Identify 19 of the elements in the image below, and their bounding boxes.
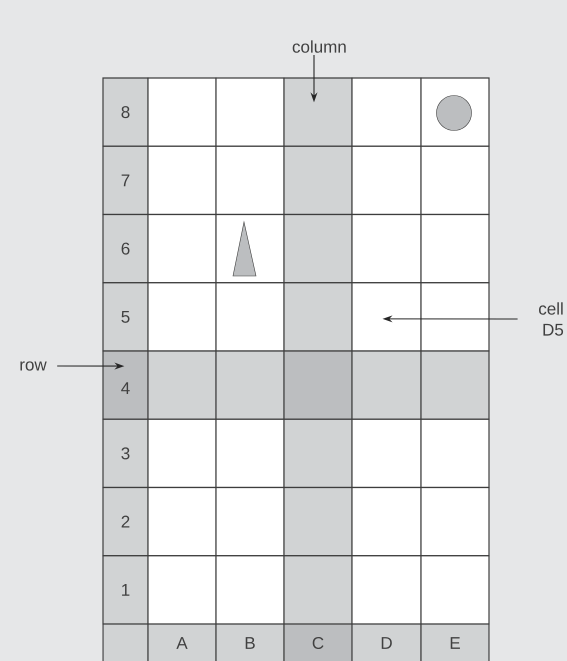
row-number: 2 — [122, 516, 130, 528]
column-letter: E — [450, 637, 460, 649]
row-number: 7 — [122, 174, 130, 186]
grid-cell — [102, 350, 149, 420]
column-letter: B — [246, 637, 255, 649]
callout-label: cell D5 — [539, 302, 564, 336]
column-letter: C — [312, 636, 324, 650]
grid-cell — [283, 77, 353, 147]
column-letter: D — [382, 637, 392, 649]
row-number: 5 — [121, 310, 130, 323]
grid-cell — [351, 282, 422, 352]
column-letter: A — [176, 637, 188, 649]
callout-label: column — [292, 40, 346, 53]
row-number: 6 — [122, 242, 130, 255]
row-number: 1 — [122, 584, 130, 596]
row-number: 4 — [121, 382, 130, 394]
callout-label: row — [20, 361, 47, 371]
row-number: 3 — [121, 447, 130, 460]
row-number: 8 — [122, 106, 130, 118]
